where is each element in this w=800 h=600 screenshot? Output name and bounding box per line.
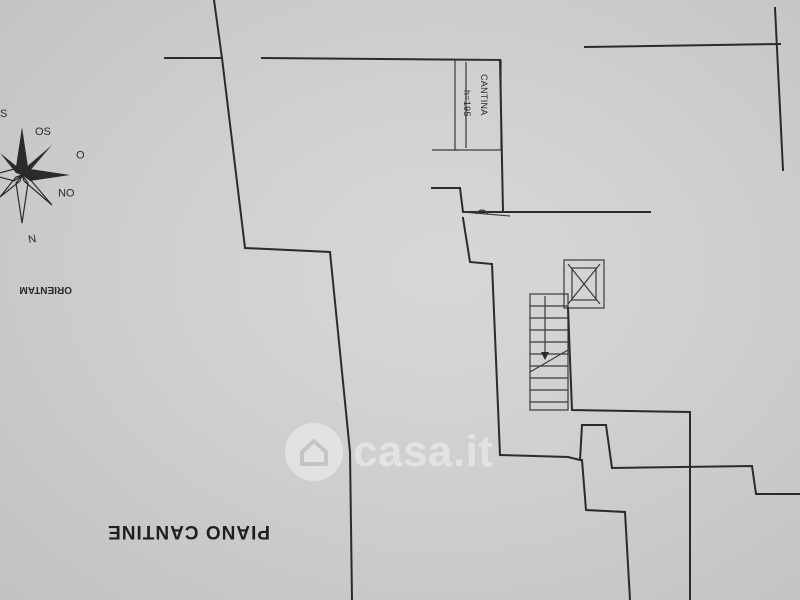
right-outer-wall <box>773 6 785 172</box>
lift-shaft <box>563 259 605 309</box>
corridor-wall <box>431 187 651 213</box>
bottom-right-wall <box>566 424 800 495</box>
cantina-right-wall <box>498 58 505 214</box>
orientation-label: ORIENTAM <box>19 284 72 295</box>
house-icon <box>285 423 343 481</box>
watermark-brand: casa.it <box>353 427 494 476</box>
lift-cross-2 <box>567 263 601 305</box>
staircase <box>529 293 569 411</box>
stair-break <box>529 349 569 373</box>
compass-southwest-label: OS <box>35 126 51 138</box>
lift-inner <box>571 267 597 301</box>
left-wall <box>212 0 354 600</box>
corridor-step <box>461 216 570 459</box>
cantina-label: CANTINA <box>479 74 489 116</box>
bottom-center-wall <box>580 458 632 600</box>
floor-title: PIANO CANTINE <box>107 521 270 542</box>
stair-arrow <box>541 352 549 360</box>
door-arc <box>475 209 489 215</box>
compass-south-label: S <box>0 108 8 120</box>
cantina-height-label: h=195 <box>462 90 472 117</box>
compass-northwest-label: ON <box>58 186 75 198</box>
compass-west-label: O <box>76 148 85 160</box>
right-lower-wall <box>566 306 691 600</box>
door-line <box>462 211 511 217</box>
casa-it-watermark: casa.it <box>285 423 493 481</box>
compass-rose <box>0 127 70 224</box>
top-right-wall <box>583 42 782 49</box>
stair-steps <box>530 305 568 403</box>
